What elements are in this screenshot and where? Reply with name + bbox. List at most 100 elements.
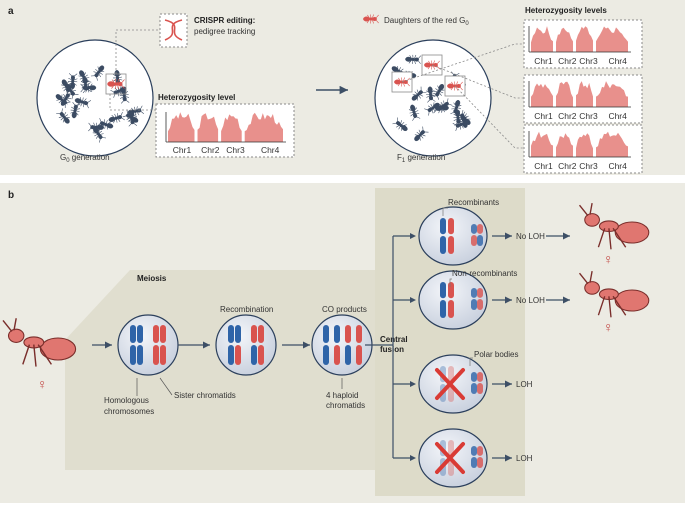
chromatid-arm	[471, 288, 477, 298]
chromosome-label: Chr1	[534, 111, 553, 121]
meiosis-label: Meiosis	[137, 274, 167, 283]
daughters-label: Daughters of the red G0	[384, 16, 469, 27]
chromatid-arm	[448, 236, 454, 254]
chromatid-arm	[228, 325, 234, 343]
fusion-cell	[418, 428, 488, 488]
het-chromosome-area	[221, 114, 242, 142]
chromatid-arm	[440, 218, 446, 235]
cross-out-icon	[435, 368, 465, 400]
chromatid-arm	[356, 325, 362, 343]
chromatid-arm	[477, 383, 483, 394]
ant-body	[578, 202, 650, 250]
haploid-label-1: 4 haploid	[326, 391, 358, 400]
chromosome-label: Chr1	[534, 161, 553, 171]
chromatid-arm	[471, 372, 477, 382]
loh-label-2: LOH	[516, 454, 533, 463]
chromatid-arm	[323, 345, 329, 365]
f1-colony	[374, 39, 492, 157]
branching-lines	[365, 235, 410, 459]
chromatid-arm	[471, 224, 477, 234]
chromosome-label: Chr1	[534, 56, 553, 66]
het-levels-title: Heterozygosity levels	[525, 6, 607, 15]
chromatid-arm	[258, 345, 264, 365]
fusion-cell	[418, 206, 488, 266]
het-level-title: Heterozygosity level	[158, 93, 235, 102]
crispr-box	[159, 13, 188, 48]
daughter-ant-2	[578, 270, 650, 318]
daughter-ant-icons	[578, 202, 650, 318]
chromatid-arm	[130, 325, 136, 343]
chromatid-arm	[228, 345, 234, 365]
chromatid-arm	[345, 325, 351, 343]
fusion-cell	[418, 354, 488, 414]
recombinants-label: Recombinants	[448, 198, 499, 207]
co-products-label: CO products	[322, 305, 367, 314]
het-connector-f1	[401, 43, 524, 83]
chromatid-arm	[323, 325, 329, 343]
chromatid-arm	[258, 325, 264, 343]
chromatid-arm	[160, 325, 166, 343]
cell-nucleus	[117, 314, 179, 376]
panel-a-letter: a	[8, 6, 14, 17]
no-loh-label-1: No LOH	[516, 232, 545, 241]
panel-b: b Meiosis ♀ Recombination CO products Ho…	[0, 183, 685, 503]
crispr-connector	[115, 29, 160, 74]
chromatid-arm	[235, 325, 241, 343]
homologous-label-1: Homologous	[104, 396, 149, 405]
chromosome-label: Chr4	[608, 161, 627, 171]
chromosome-label: Chr2	[558, 111, 577, 121]
ant-body	[578, 270, 650, 318]
g0-colony-circle	[36, 39, 154, 157]
central-fusion-label-2: fusion	[380, 345, 404, 354]
chromatid-arm	[251, 345, 257, 365]
chromosome-label: Chr4	[608, 56, 627, 66]
fusion-label-pointers	[442, 207, 473, 366]
het-plot-g0-histogram	[165, 112, 286, 143]
cross-out-icon	[435, 442, 465, 474]
chromatid-arm	[137, 325, 143, 343]
chromatid-arm	[345, 345, 351, 365]
het-plot-f1-histogram	[528, 81, 631, 108]
chromosome-label: Chr3	[579, 161, 598, 171]
sister-pointer	[159, 377, 173, 396]
female-symbol-2: ♀	[603, 319, 614, 335]
het-chromosome-area	[596, 81, 628, 107]
cell-nucleus	[418, 354, 488, 414]
cell-nucleus	[418, 270, 488, 330]
chromatid-arm	[471, 299, 477, 310]
chromatid-arm	[160, 345, 166, 365]
crispr-subtitle: pedigree tracking	[194, 27, 255, 36]
het-chromosome-area	[596, 26, 628, 52]
dna-helix-icon	[164, 19, 183, 41]
haploid-label-2: chromatids	[326, 401, 365, 410]
het-chromosome-area	[556, 81, 573, 107]
f1-label: F1 generation	[397, 153, 445, 164]
chromosome-label: Chr4	[608, 111, 627, 121]
chromatid-arm	[356, 345, 362, 365]
chromosome-label: Chr2	[201, 145, 220, 155]
cell-nucleus	[418, 206, 488, 266]
chromatid-arm	[448, 218, 454, 235]
chromatid-arm	[440, 282, 446, 299]
het-chromosome-area	[531, 131, 553, 157]
chromatid-arm	[448, 440, 454, 457]
chromatid-arm	[477, 457, 483, 468]
sister-chromatids-label: Sister chromatids	[174, 391, 236, 400]
fusion-cell	[418, 270, 488, 330]
chromosome-label: Chr3	[579, 56, 598, 66]
fusion-cells	[418, 206, 488, 488]
cell-nucleus	[418, 428, 488, 488]
homologous-label-2: chromosomes	[104, 407, 154, 416]
het-chromosome-area	[197, 113, 219, 142]
chromatid-arm	[334, 345, 340, 365]
chromatid-arm	[477, 446, 483, 456]
panel-b-letter: b	[8, 190, 14, 201]
chromatid-arm	[477, 224, 483, 234]
queen-ant-icon	[2, 318, 77, 367]
chromatid-arm	[448, 366, 454, 383]
